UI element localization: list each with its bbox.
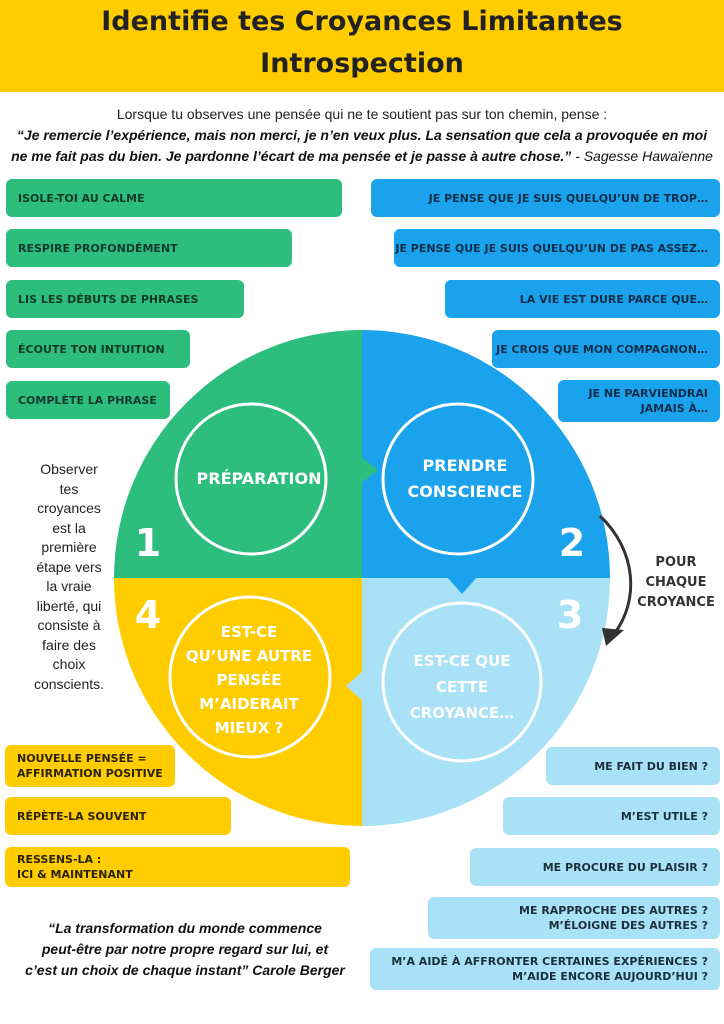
bottom-quote-line2: peut-être par notre propre regard sur lu… <box>41 941 329 957</box>
label-croyance: CROYANCE… <box>410 704 515 722</box>
ring-2 <box>381 402 535 556</box>
side-line: faire des <box>42 636 96 653</box>
blue-prompt-4: JE CROIS QUE MON COMPAGNON… <box>492 330 720 368</box>
pour-chaque-croyance: POUR CHAQUE CROYANCE <box>628 553 724 613</box>
pour-line: CHAQUE <box>645 575 707 590</box>
side-line: tes <box>59 480 79 497</box>
green-step-4: ÉCOUTE TON INTUITION <box>6 330 190 368</box>
blue-prompt-2: JE PENSE QUE JE SUIS QUELQU’UN DE PAS AS… <box>394 229 720 267</box>
label-est-ce-que: EST-CE QUE <box>414 652 511 670</box>
lightblue-item-3: ME PROCURE DU PLAISIR ? <box>470 848 720 886</box>
label-q4-line2: QU’UNE AUTRE <box>186 647 312 665</box>
label-q4-line1: EST-CE <box>221 623 278 641</box>
lightblue-item-2: M’EST UTILE ? <box>503 797 720 835</box>
side-line: liberté, qui <box>36 597 102 614</box>
blue-prompt-5-line2: JAMAIS À… <box>640 402 708 415</box>
blue-prompt-5: JE NE PARVIENDRAI JAMAIS À… <box>558 380 720 422</box>
pour-line: POUR <box>655 555 697 570</box>
wheel-quadrant-4 <box>114 578 362 826</box>
step-number-2: 2 <box>559 521 585 565</box>
curved-arrow-head <box>602 628 624 646</box>
curved-arrow <box>598 514 633 635</box>
blue-prompt-1: JE PENSE QUE JE SUIS QUELQU’UN DE TROP… <box>371 179 720 217</box>
label-cette: CETTE <box>436 678 488 696</box>
yellow-item-3-line2: ICI & MAINTENANT <box>17 868 133 881</box>
side-line: la vraie <box>46 578 92 594</box>
lightblue-item-5-line2: M’AIDE ENCORE AUJOURD’HUI ? <box>512 970 708 983</box>
label-conscience: CONSCIENCE <box>408 482 523 501</box>
lightblue-item-4: ME RAPPROCHE DES AUTRES ? M’ÉLOIGNE DES … <box>428 897 720 939</box>
yellow-item-1-line1: NOUVELLE PENSÉE = <box>17 752 147 765</box>
yellow-item-3-line1: RESSENS-LA : <box>17 853 102 866</box>
ring-4 <box>168 595 332 759</box>
side-text: Observer tes croyances est la première é… <box>12 460 126 694</box>
lightblue-item-1: ME FAIT DU BIEN ? <box>546 747 720 785</box>
lightblue-item-4-line2: M’ÉLOIGNE DES AUTRES ? <box>548 919 708 932</box>
page-title: Identifie tes Croyances Limitantes <box>101 6 623 37</box>
label-q4-line3: PENSÉE <box>216 670 281 689</box>
green-step-5: COMPLÈTE LA PHRASE <box>6 381 170 419</box>
side-line: Observer <box>40 461 98 477</box>
wheel-quadrant-3 <box>362 578 610 826</box>
ring-1 <box>174 402 328 556</box>
lightblue-item-5-line1: M’A AIDÉ À AFFRONTER CERTAINES EXPÉRIENC… <box>391 955 708 968</box>
side-line: est la <box>52 519 86 536</box>
carole-berger-quote: “La transformation du monde commence peu… <box>10 918 360 981</box>
lightblue-item-4-line1: ME RAPPROCHE DES AUTRES ? <box>519 904 708 917</box>
yellow-item-1: NOUVELLE PENSÉE = AFFIRMATION POSITIVE <box>5 745 175 787</box>
green-step-1: ISOLE-TOI AU CALME <box>6 179 342 217</box>
wheel-quadrant-1 <box>114 330 362 578</box>
lightblue-item-5: M’A AIDÉ À AFFRONTER CERTAINES EXPÉRIENC… <box>370 948 720 990</box>
arrow-3-to-4 <box>346 670 364 702</box>
blue-prompt-5-line1: JE NE PARVIENDRAI <box>588 387 708 400</box>
header-banner: Identifie tes Croyances Limitantes Intro… <box>0 0 724 92</box>
yellow-item-1-line2: AFFIRMATION POSITIVE <box>17 767 163 780</box>
side-line: consiste à <box>37 617 101 633</box>
side-line: première <box>41 539 97 555</box>
yellow-item-3: RESSENS-LA : ICI & MAINTENANT <box>5 847 350 887</box>
label-preparation: PRÉPARATION <box>197 469 322 488</box>
pour-line: CROYANCE <box>637 595 715 610</box>
side-line: étape vers <box>36 558 102 575</box>
bottom-quote-line1: “La transformation du monde commence <box>48 920 322 936</box>
green-step-3: LIS LES DÉBUTS DE PHRASES <box>6 280 244 318</box>
label-prendre: PRENDRE <box>423 456 508 475</box>
page-subtitle: Introspection <box>260 48 464 79</box>
label-q4-line5: MIEUX ? <box>215 719 283 737</box>
step-number-1: 1 <box>135 521 161 565</box>
quote-text: “Je remercie l’expérience, mais non merc… <box>11 127 708 164</box>
step-number-4: 4 <box>135 593 161 637</box>
step-number-3: 3 <box>557 593 583 637</box>
hawaiian-quote: “Je remercie l’expérience, mais non merc… <box>10 125 714 167</box>
label-q4-line4: M’AIDERAIT <box>199 695 299 713</box>
arrow-1-to-2 <box>360 456 378 484</box>
quote-source: - Sagesse Hawaïenne <box>571 148 713 164</box>
side-line: croyances <box>37 500 101 516</box>
intro-text: Lorsque tu observes une pensée qui ne te… <box>116 106 608 122</box>
blue-prompt-3: LA VIE EST DURE PARCE QUE… <box>445 280 720 318</box>
yellow-item-2: RÉPÈTE-LA SOUVENT <box>5 797 231 835</box>
green-step-2: RESPIRE PROFONDÉMENT <box>6 229 292 267</box>
arrow-2-to-3 <box>446 576 478 594</box>
side-line: conscients. <box>33 675 105 692</box>
ring-3 <box>381 601 543 763</box>
side-line: choix <box>52 656 86 672</box>
bottom-quote-line3: c’est un choix de chaque instant” Carole… <box>25 962 345 978</box>
wheel-quadrant-2 <box>362 330 610 578</box>
